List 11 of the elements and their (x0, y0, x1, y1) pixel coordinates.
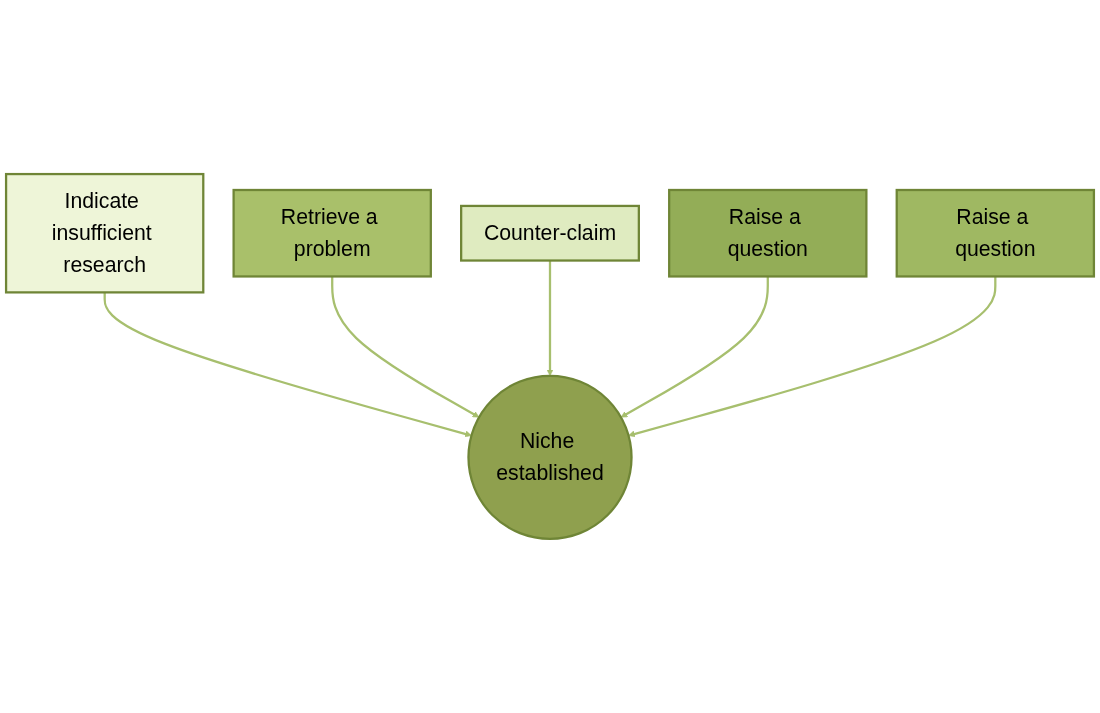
node-box: Retrieve a problem (232, 188, 432, 278)
arrow (620, 276, 769, 418)
node-box: Raise a question (668, 188, 868, 278)
arrow (546, 260, 554, 377)
node-box: Counter-claim (460, 204, 640, 262)
node-circle: Niche established (467, 374, 633, 541)
arrow (331, 276, 480, 418)
arrow (103, 292, 472, 438)
node-box: Raise a question (895, 188, 1096, 278)
node-box: Indicate insufficient research (4, 172, 205, 294)
arrow (628, 276, 997, 438)
